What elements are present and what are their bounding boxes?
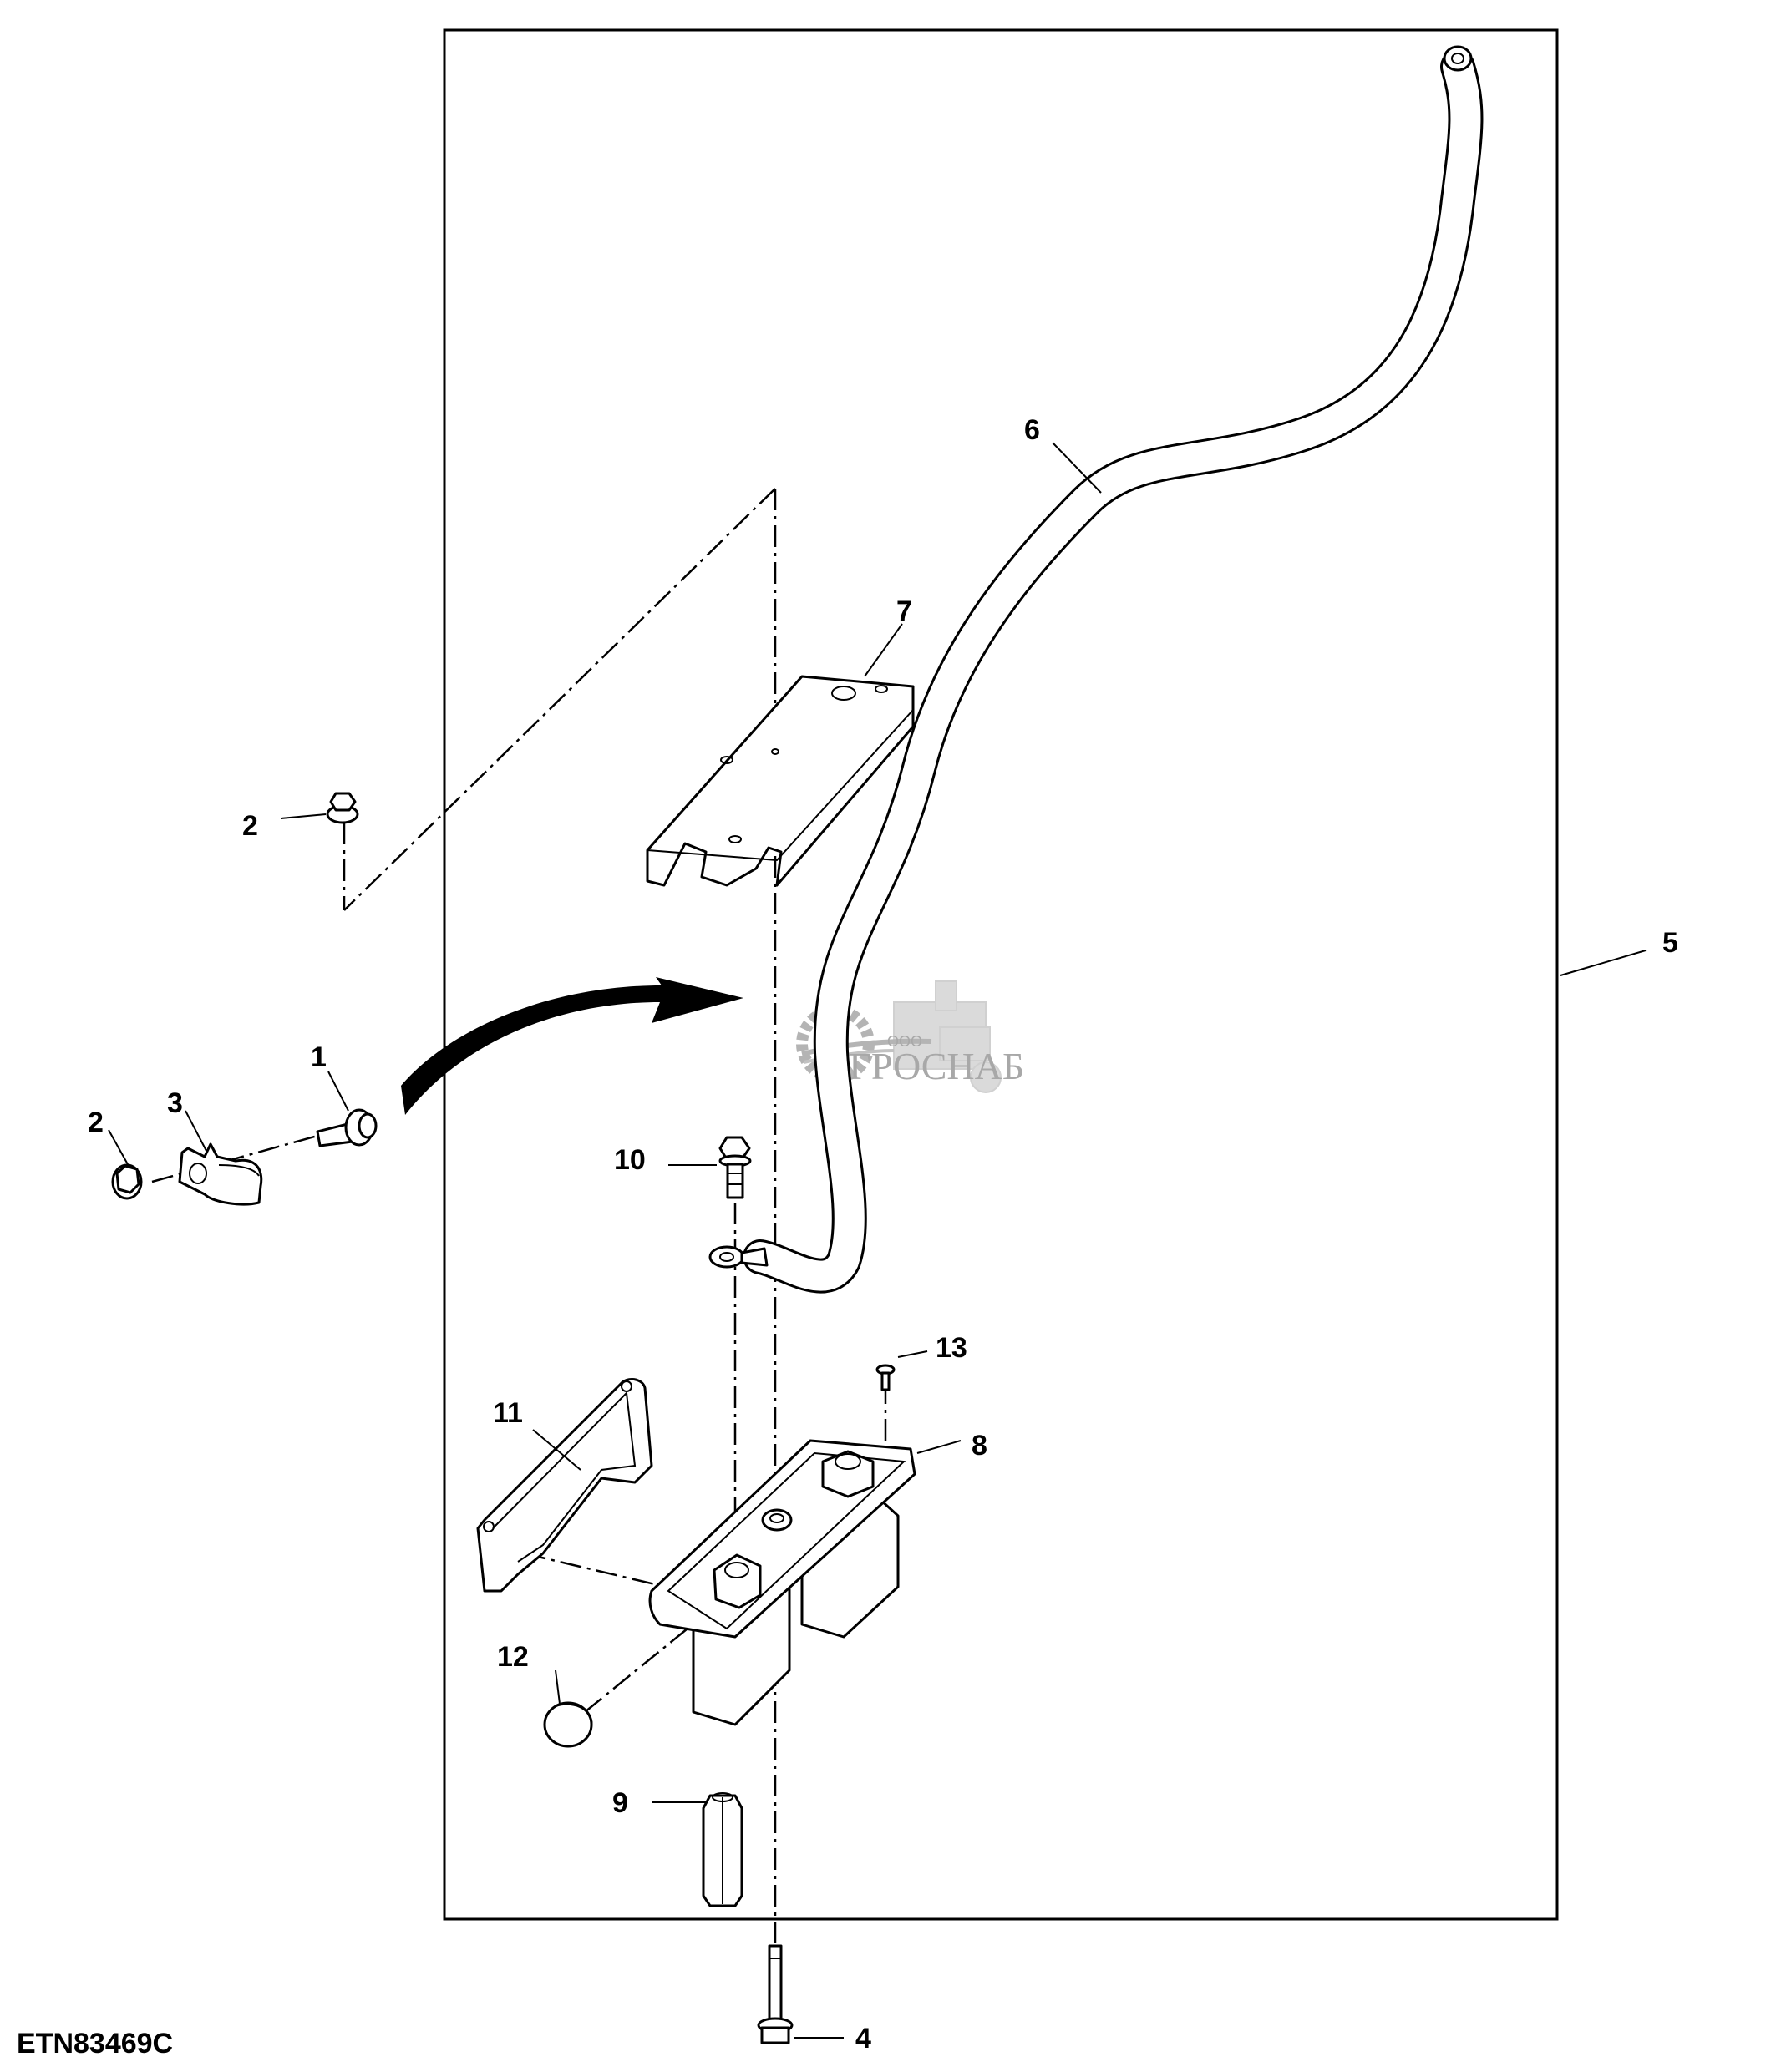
cable-clamp xyxy=(178,1142,263,1206)
callout-2-left: 2 xyxy=(88,1107,104,1138)
callout-8: 8 xyxy=(972,1430,987,1462)
small-screw xyxy=(875,1364,896,1391)
ring-terminal-top xyxy=(1443,45,1473,72)
callout-7: 7 xyxy=(896,595,912,627)
ground-cable xyxy=(708,45,1484,1294)
bottom-bolt xyxy=(757,1944,794,2044)
plug-cap xyxy=(543,1701,593,1748)
ring-terminal-bottom xyxy=(708,1245,769,1269)
assembly-frame xyxy=(443,28,1559,1921)
watermark-logo: ООО АГРОСНАБ xyxy=(796,980,1024,1093)
callout-9: 9 xyxy=(612,1787,628,1819)
terminal-bolt xyxy=(718,1136,752,1199)
combine-harvester-icon xyxy=(893,980,1002,1093)
callout-labels: 1 2 2 3 4 5 6 7 8 9 10 11 12 13 xyxy=(88,414,1678,2054)
callout-6: 6 xyxy=(1024,414,1040,446)
callout-5: 5 xyxy=(1662,927,1678,959)
watermark-prefix: ООО xyxy=(887,1033,922,1050)
callout-1: 1 xyxy=(311,1041,327,1073)
cap-screw xyxy=(316,1108,378,1147)
watermark-name: АГРОСНАБ xyxy=(821,1045,1024,1087)
terminal-cover xyxy=(476,1378,653,1593)
drawing-reference-code: ETN83469C xyxy=(17,2028,173,2059)
callout-11: 11 xyxy=(493,1397,523,1429)
hex-spacer xyxy=(702,1792,743,1907)
callout-2-upper: 2 xyxy=(242,810,258,842)
callout-10: 10 xyxy=(614,1144,646,1176)
callout-4: 4 xyxy=(855,2023,871,2054)
callout-12: 12 xyxy=(497,1641,529,1673)
terminal-base xyxy=(648,1439,916,1726)
install-direction-arrow xyxy=(401,977,743,1115)
flange-nut-upper xyxy=(326,792,359,824)
leader-lines xyxy=(108,442,1647,2039)
upper-block xyxy=(646,675,915,887)
callout-13: 13 xyxy=(936,1332,967,1364)
flange-nut-left xyxy=(111,1163,143,1200)
callout-3: 3 xyxy=(167,1087,183,1119)
